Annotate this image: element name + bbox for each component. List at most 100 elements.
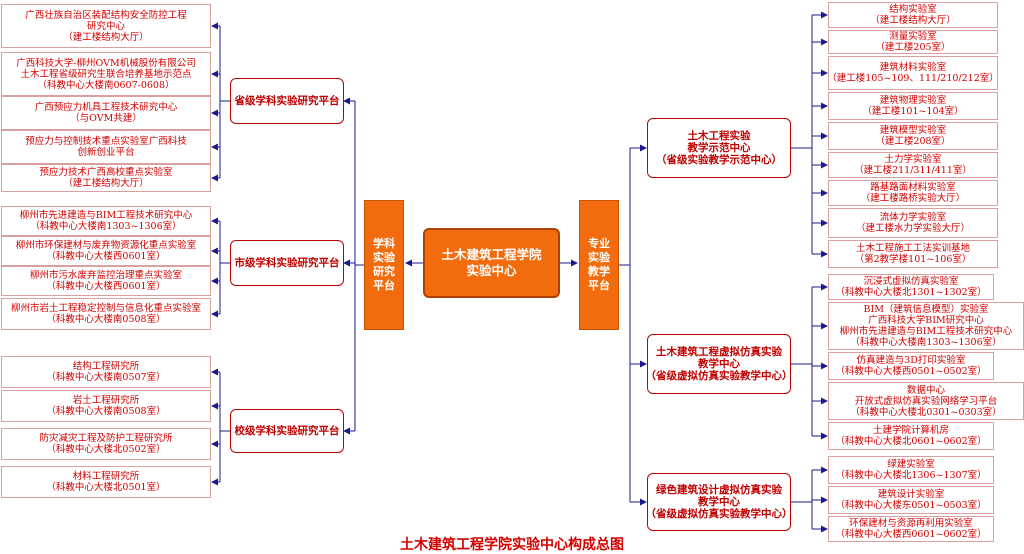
right-platform-2-line: 教学中心 [698,358,740,370]
right-lab-1-6: 土力学实验室（建工楼211/311/411室） [828,152,998,178]
right-lab-2-2-line: BIM（建筑信息模型）实验室 [863,304,989,315]
left-lab-1-4-line: 预应力与控制技术重点实验室广西科技 [25,136,187,147]
right-platform-1: 土木工程实验教学示范中心（省级实验教学示范中心） [647,118,791,178]
left-lab-1-2-line: （科教中心大楼南0607-0608） [37,79,175,91]
right-platform-3: 绿色建筑设计虚拟仿真实验教学中心（省级虚拟仿真实验教学中心） [646,473,793,531]
right-branch-node-line: 实验 [588,251,610,264]
right-platform-2-line: （省级虚拟仿真实验教学中心） [645,370,793,382]
right-lab-1-6-line: 土力学实验室 [884,154,942,165]
left-branch-node: 学科实验研究平台 [364,200,404,330]
right-lab-1-6-line: （建工楼211/311/411室） [854,165,972,176]
left-lab-1-2: 广西科技大学-柳州OVM机械股份有限公司土木工程省级研究生联合培养基地示范点（科… [1,52,211,96]
center-node-line: 土木建筑工程学院 [441,247,542,262]
right-lab-1-8-line: 流体力学实验室 [879,212,947,223]
right-lab-1-9-line: （第2教学楼101~106室） [854,254,972,265]
right-lab-1-1-line: （建工楼结构大厅） [870,15,956,26]
right-lab-1-1: 结构实验室（建工楼结构大厅） [828,2,998,28]
left-platform-3: 校级学科实验研究平台 [230,409,344,453]
right-lab-2-1-line: 沉浸式虚拟仿真实验室 [863,276,959,287]
left-lab-3-3-line: （科教中心大楼北0502室） [46,444,166,455]
right-lab-3-1-line: （科教中心大楼北1306~1307室） [835,470,987,481]
right-lab-1-1-line: 结构实验室 [889,4,937,15]
right-platform-3-line: 绿色建筑设计虚拟仿真实验 [656,484,782,496]
right-lab-1-4-line: （建工楼101~104室） [862,106,964,117]
right-lab-1-2-line: （建工楼205室） [875,42,951,53]
right-lab-1-3: 建筑材料实验室（建工楼105~109、111/210/212室） [828,56,998,90]
right-platform-2-line: 土木建筑工程虚拟仿真实验 [656,346,782,358]
right-lab-1-9: 土木工程施工工法实训基地（第2教学楼101~106室） [828,240,998,268]
right-lab-1-8: 流体力学实验室（建工楼水力学实验大厅） [828,208,998,238]
left-lab-1-5-line: （建工楼结构大厅） [63,178,149,189]
right-platform-2: 土木建筑工程虚拟仿真实验教学中心（省级虚拟仿真实验教学中心） [645,334,793,394]
left-lab-1-5-line: 预应力技术广西高校重点实验室 [39,167,173,178]
right-lab-2-5-line: 土建学院计算机房 [872,425,949,436]
right-lab-1-7-line: 路基路面材料实验室 [870,182,956,193]
left-lab-3-4: 材料工程研究所（科教中心大楼北0501室） [1,466,211,498]
right-lab-2-4-line: （科教中心大楼北0301~0303室） [850,406,1002,418]
right-lab-2-3: 仿真建造与3D打印实验室（科教中心大楼西0501~0502室） [828,352,994,380]
right-lab-3-3-line: （科教中心大楼西0601~0602室） [835,529,987,540]
left-lab-1-4-line: 创新创业平台 [77,147,135,158]
left-lab-2-2-line: 柳州市环保建材与废弃物资源化重点实验室 [15,240,197,251]
right-branch-node: 专业实验教学平台 [579,200,619,330]
left-lab-2-1-line: 柳州市先进建造与BIM工程技术研究中心 [19,210,193,221]
left-branch-node-line: 平台 [373,279,395,292]
right-lab-3-2-line: （科教中心大楼东0501~0503室） [835,500,987,511]
left-lab-1-1-line: 广西壮族自治区装配结构安全防控工程 [25,9,187,21]
right-lab-1-3-line: 建筑材料实验室 [879,62,947,73]
right-lab-1-9-line: 土木工程施工工法实训基地 [855,243,970,254]
left-lab-3-3-line: 防灾减灾工程及防护工程研究所 [39,433,173,444]
left-lab-2-2: 柳州市环保建材与废弃物资源化重点实验室（科教中心大楼西0601室） [1,236,211,266]
left-lab-2-4: 柳州市岩土工程稳定控制与信息化重点实验室（科教中心大楼南0508室） [1,298,211,330]
left-platform-3-line: 校级学科实验研究平台 [234,425,340,437]
right-lab-1-4: 建筑物理实验室（建工楼101~104室） [828,92,998,120]
right-lab-2-3-line: 仿真建造与3D打印实验室 [856,355,966,366]
left-lab-3-1-line: 结构工程研究所 [72,361,140,372]
left-lab-3-2: 岩土工程研究所（科教中心大楼南0508室） [1,390,211,422]
right-platform-1-line: 土木工程实验 [687,130,751,142]
right-lab-3-1-line: 绿建实验室 [887,459,935,470]
left-lab-2-3-line: （科教中心大楼西0601室） [46,281,166,292]
right-platform-1-line: 教学示范中心 [687,142,751,154]
right-lab-1-5-line: 建筑模型实验室 [879,125,947,136]
right-lab-1-4-line: 建筑物理实验室 [879,95,947,106]
left-lab-1-2-line: 土木工程省级研究生联合培养基地示范点 [20,68,192,80]
left-lab-2-1: 柳州市先进建造与BIM工程技术研究中心（科教中心大楼南1303~1306室） [1,206,211,236]
right-lab-2-3-line: （科教中心大楼西0501~0502室） [835,366,987,377]
right-lab-2-4: 数据中心开放式虚拟仿真实验网络学习平台（科教中心大楼北0301~0303室） [828,382,1024,420]
right-lab-2-1-line: （科教中心大楼北1301~1302室） [835,287,987,298]
left-lab-2-2-line: （科教中心大楼西0601室） [46,251,166,262]
right-lab-1-7: 路基路面材料实验室（建工楼路桥实验大厅） [828,180,998,206]
right-lab-1-5-line: （建工楼208室） [875,136,951,147]
left-lab-3-2-line: 岩土工程研究所 [72,395,140,406]
left-lab-1-3-line: （与OVM共建） [70,113,142,124]
left-lab-3-1-line: （科教中心大楼南0507室） [46,372,166,383]
left-platform-1-line: 省级学科实验研究平台 [234,95,340,107]
right-branch-node-line: 平台 [588,279,610,292]
center-node-line: 实验中心 [466,263,517,278]
left-lab-3-4-line: 材料工程研究所 [72,471,140,482]
left-lab-2-3-line: 柳州市污水废弃监控治理重点实验室 [29,270,182,281]
left-branch-node-line: 学科 [373,237,395,250]
left-branch-node-line: 实验 [373,251,395,264]
right-lab-3-3: 环保建材与资源再利用实验室（科教中心大楼西0601~0602室） [828,516,994,542]
left-platform-2-line: 市级学科实验研究平台 [234,257,340,269]
left-lab-2-1-line: （科教中心大楼南1303~1306室） [30,221,182,232]
left-lab-2-4-line: 柳州市岩土工程稳定控制与信息化重点实验室 [10,303,201,314]
right-lab-1-7-line: （建工楼路桥实验大厅） [860,193,966,204]
left-lab-1-1-line: （建工楼结构大厅） [63,31,149,43]
right-lab-2-4-line: 数据中心 [906,384,945,396]
right-lab-2-5: 土建学院计算机房（科教中心大楼北0601~0602室） [828,422,994,450]
left-lab-1-1-line: 研究中心 [86,20,125,32]
right-lab-3-1: 绿建实验室（科教中心大楼北1306~1307室） [828,456,994,484]
left-lab-1-5: 预应力技术广西高校重点实验室（建工楼结构大厅） [1,164,211,192]
diagram-title: 土木建筑工程学院实验中心构成总图 [400,537,624,553]
left-lab-3-3: 防灾减灾工程及防护工程研究所（科教中心大楼北0502室） [1,428,211,460]
right-lab-2-2-line: （科教中心大楼南1303~1306室） [850,337,1002,348]
left-lab-2-4-line: （科教中心大楼南0508室） [46,314,166,325]
right-branch-node-line: 专业 [588,237,610,250]
left-platform-2: 市级学科实验研究平台 [230,240,344,286]
left-platform-1: 省级学科实验研究平台 [230,78,344,124]
right-platform-3-line: 教学中心 [698,496,740,508]
left-branch-node-line: 研究 [373,265,395,278]
